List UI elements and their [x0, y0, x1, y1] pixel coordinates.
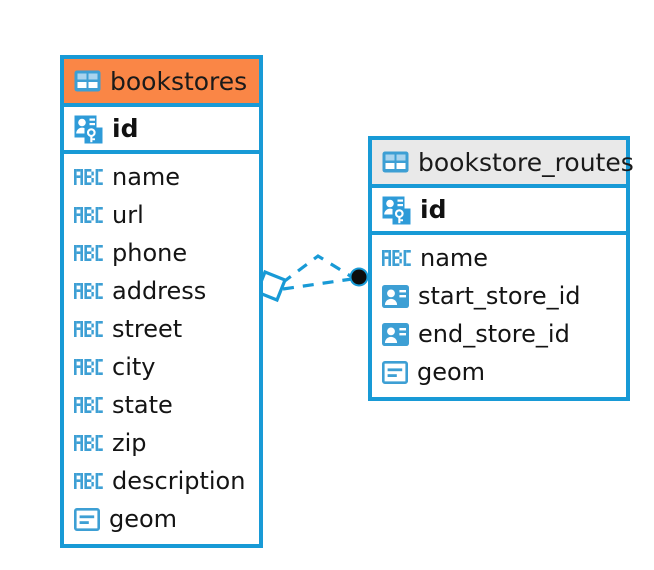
- filled-dot-marker: [349, 267, 369, 287]
- abc-text-icon: [74, 167, 103, 187]
- field-label: end_store_id: [418, 320, 570, 348]
- table-grid-icon: [382, 151, 409, 173]
- field-label: zip: [112, 429, 147, 457]
- field-row[interactable]: end_store_id: [372, 315, 626, 353]
- entity-bookstore-routes-primary-key-label: id: [420, 195, 447, 224]
- entity-bookstore-routes-header[interactable]: bookstore_routes: [372, 140, 634, 188]
- field-label: name: [112, 163, 181, 191]
- field-label: phone: [112, 239, 188, 267]
- abc-text-icon: [74, 433, 103, 453]
- primary-key-icon: [74, 114, 103, 144]
- relationship-link-upper: [281, 254, 353, 285]
- abc-text-icon: [74, 471, 103, 491]
- field-row[interactable]: address: [64, 272, 259, 310]
- field-label: geom: [417, 358, 486, 386]
- geometry-icon: [73, 507, 100, 532]
- abc-text-icon: [74, 319, 103, 339]
- field-row[interactable]: city: [64, 348, 259, 386]
- entity-bookstore-routes-field-list: name start_store_id: [372, 235, 626, 396]
- relationship-link-lower: [282, 277, 353, 291]
- field-label: url: [112, 201, 144, 229]
- field-row[interactable]: street: [64, 310, 259, 348]
- field-row[interactable]: name: [372, 239, 626, 277]
- abc-text-icon: [74, 281, 103, 301]
- abc-text-icon: [74, 243, 103, 263]
- entity-bookstores[interactable]: bookstores id: [60, 55, 263, 548]
- field-label: name: [420, 244, 489, 272]
- field-label: street: [112, 315, 183, 343]
- field-label: state: [112, 391, 173, 419]
- field-label: address: [112, 277, 207, 305]
- abc-text-icon: [74, 395, 103, 415]
- abc-text-icon: [74, 357, 103, 377]
- field-row[interactable]: state: [64, 386, 259, 424]
- abc-text-icon: [382, 248, 411, 268]
- entity-bookstores-field-list: name: [64, 154, 259, 543]
- entity-bookstores-primary-key-label: id: [112, 114, 139, 143]
- field-row[interactable]: zip: [64, 424, 259, 462]
- field-label: geom: [109, 505, 178, 533]
- entity-bookstore-routes[interactable]: bookstore_routes id: [368, 136, 634, 401]
- field-row[interactable]: phone: [64, 234, 259, 272]
- entity-bookstores-title: bookstores: [110, 66, 248, 96]
- table-grid-icon: [74, 70, 101, 92]
- entity-bookstore-routes-title: bookstore_routes: [418, 147, 634, 177]
- field-row[interactable]: start_store_id: [372, 277, 626, 315]
- field-row[interactable]: geom: [372, 353, 626, 391]
- entity-bookstores-primary-key-row[interactable]: id: [64, 107, 259, 154]
- geometry-icon: [381, 360, 408, 385]
- field-label: start_store_id: [418, 282, 581, 310]
- field-row[interactable]: name: [64, 158, 259, 196]
- foreign-key-card-icon: [382, 284, 409, 308]
- foreign-key-card-icon: [382, 322, 409, 346]
- entity-bookstores-header[interactable]: bookstores: [64, 59, 259, 107]
- field-label: city: [112, 353, 156, 381]
- field-row[interactable]: url: [64, 196, 259, 234]
- field-row[interactable]: geom: [64, 500, 259, 538]
- entity-bookstore-routes-primary-key-row[interactable]: id: [372, 188, 626, 235]
- field-label: description: [112, 467, 246, 495]
- field-row[interactable]: description: [64, 462, 259, 500]
- abc-text-icon: [74, 205, 103, 225]
- primary-key-icon: [382, 195, 411, 225]
